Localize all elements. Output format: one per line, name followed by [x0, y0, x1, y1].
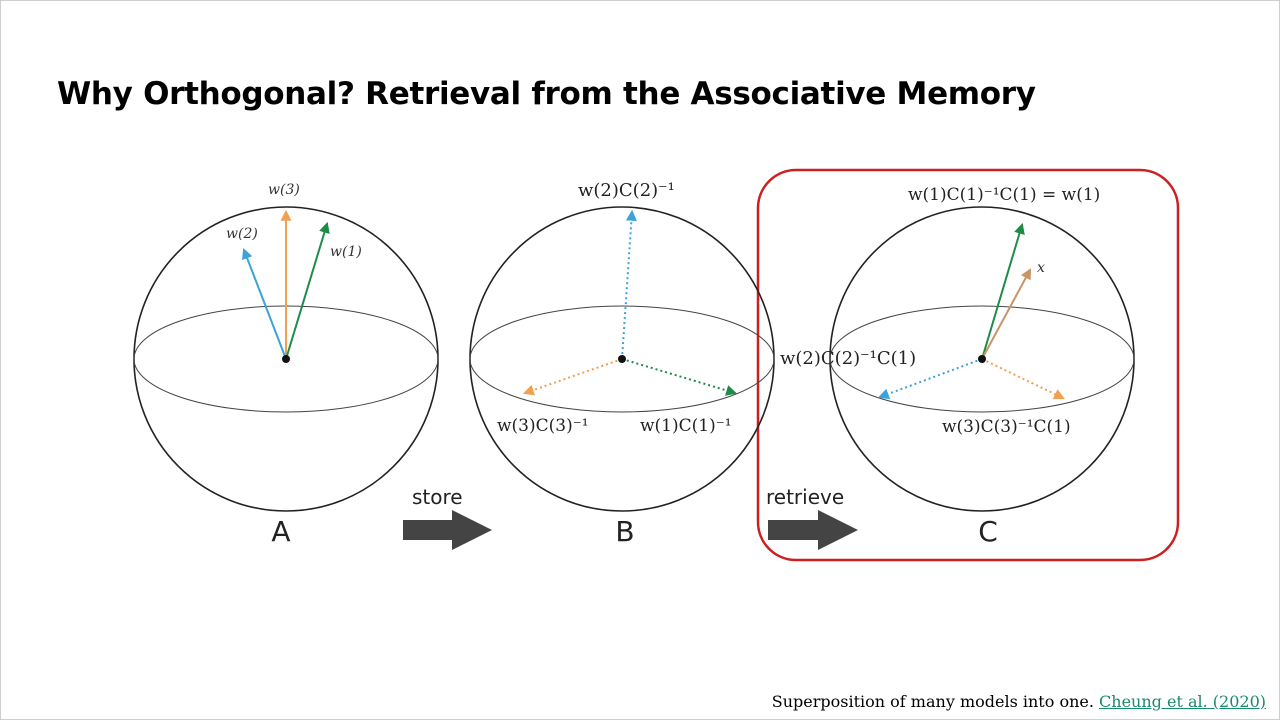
vector-w3-c — [981, 358, 1065, 400]
label-w3-b: w(3)C(3)⁻¹ — [497, 416, 589, 436]
panel-a: w(3) w(2) w(1) A — [133, 182, 439, 548]
label-w2-c: w(2)C(2)⁻¹C(1) — [780, 348, 916, 369]
label-w1-c: w(1)C(1)⁻¹C(1) = w(1) — [908, 185, 1100, 205]
vector-w3-b — [522, 358, 623, 396]
citation-link[interactable]: Cheung et al. (2020) — [1099, 692, 1266, 711]
label-x-c: x — [1037, 260, 1045, 276]
store-arrow — [403, 510, 492, 550]
caption-text: Superposition of many models into one. — [771, 692, 1094, 711]
retrieve-arrow — [768, 510, 858, 550]
panel-letter-a: A — [271, 515, 290, 548]
store-step: store — [403, 485, 492, 550]
panel-letter-b: B — [615, 515, 634, 548]
label-w2-b: w(2)C(2)⁻¹ — [578, 180, 675, 201]
equator-b — [469, 305, 775, 413]
vector-w2-a — [242, 247, 287, 360]
label-w1-b: w(1)C(1)⁻¹ — [640, 416, 732, 436]
origin-dot-b — [618, 355, 626, 363]
retrieve-step: retrieve — [766, 485, 858, 550]
panel-b: w(2)C(2)⁻¹ w(3)C(3)⁻¹ w(1)C(1)⁻¹ B — [469, 180, 775, 548]
origin-dot-a — [282, 355, 290, 363]
vector-w1-c — [981, 222, 1025, 360]
panel-c: w(1)C(1)⁻¹C(1) = w(1) x w(2)C(2)⁻¹C(1) w… — [780, 185, 1135, 548]
panel-letter-c: C — [978, 515, 998, 548]
vector-w2-c — [877, 358, 983, 400]
highlight-box — [756, 168, 1180, 562]
equator-c — [829, 305, 1135, 413]
origin-dot-c — [978, 355, 986, 363]
vector-w2-b — [621, 209, 637, 360]
retrieve-label: retrieve — [766, 485, 844, 509]
label-w3-c: w(3)C(3)⁻¹C(1) — [942, 417, 1071, 437]
label-w3-a: w(3) — [268, 182, 300, 198]
slide-title: Why Orthogonal? Retrieval from the Assoc… — [57, 76, 1036, 112]
store-label: store — [412, 485, 463, 509]
vector-x-c — [981, 268, 1032, 360]
vector-w1-b — [621, 358, 738, 396]
caption: Superposition of many models into one. C… — [772, 692, 1266, 711]
label-w2-a: w(2) — [226, 226, 258, 242]
vector-w1-a — [285, 221, 330, 360]
label-w1-a: w(1) — [330, 244, 362, 260]
